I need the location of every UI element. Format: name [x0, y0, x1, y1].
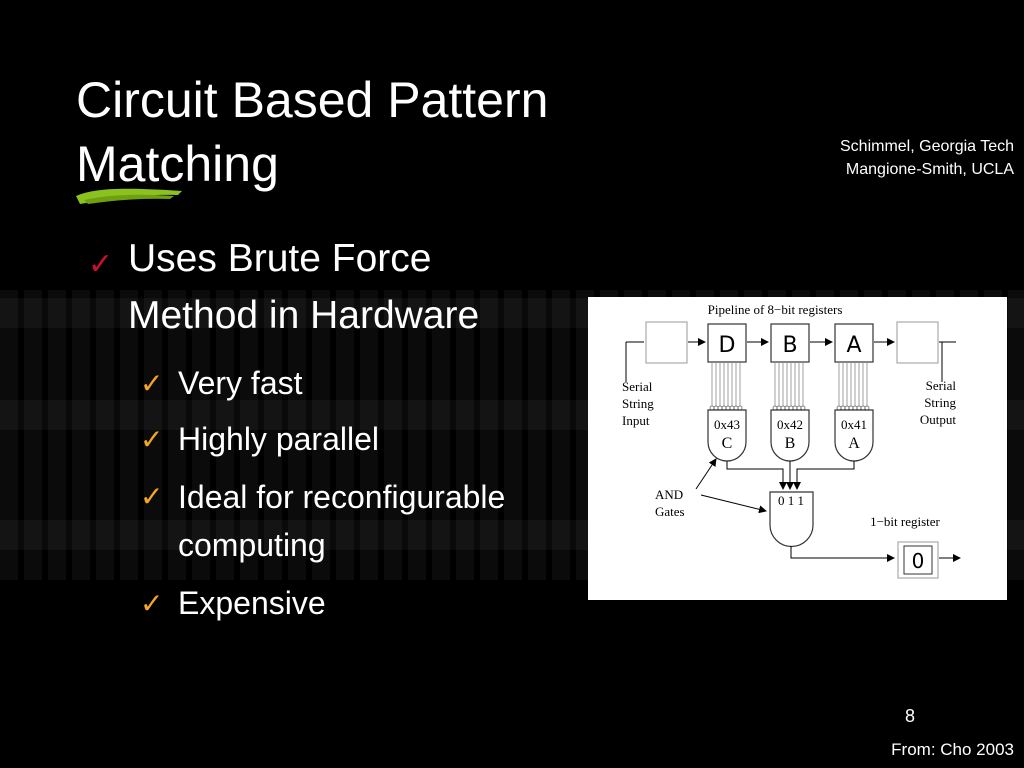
bullet-sub-text: Ideal for reconfigurable computing	[178, 479, 506, 563]
register-label: D	[719, 333, 736, 358]
gate-hex-label: 0x42	[777, 417, 803, 432]
checkmark-icon: ✓	[140, 588, 164, 619]
credit-line: Schimmel, Georgia Tech	[840, 138, 1014, 155]
author-credit: Schimmel, Georgia Tech Mangione-Smith, U…	[840, 135, 1014, 181]
bullet-sub: ✓ Highly parallel	[140, 416, 590, 463]
gate-char-label: A	[848, 435, 860, 452]
register-label: A	[846, 333, 861, 358]
one-bit-register-value: 0	[912, 549, 925, 573]
register-box	[834, 323, 874, 363]
checkmark-icon: ✓	[140, 481, 164, 512]
final-and-gate	[769, 491, 814, 548]
and-gate	[770, 409, 810, 462]
input-label: Input	[622, 413, 650, 428]
and-gate	[834, 409, 874, 462]
and-gates-label: Gates	[655, 504, 685, 519]
bullet-main: ✓ Uses Brute Force Method in Hardware	[88, 230, 558, 344]
and-gates-label: AND	[655, 487, 683, 502]
bullet-main-line: Uses Brute Force	[128, 237, 432, 280]
one-bit-register-box	[897, 541, 939, 579]
gate-hex-label: 0x43	[714, 417, 740, 432]
pattern-matching-circuit-diagram: Pipeline of 8−bit registers D B A	[588, 297, 1007, 600]
slide-title-line2: Matching	[76, 136, 279, 192]
input-label: String	[622, 396, 654, 411]
output-label: String	[924, 395, 956, 410]
title-underline-brushstroke	[76, 188, 182, 204]
checkmark-icon: ✓	[140, 424, 164, 455]
slide-title-line1: Circuit Based Pattern	[76, 72, 549, 128]
register-label: B	[782, 333, 797, 358]
slide-title: Circuit Based Pattern Matching	[76, 68, 676, 196]
register-box	[770, 323, 810, 363]
bullet-sub: ✓ Expensive	[140, 580, 590, 627]
page-number: 8	[905, 706, 916, 726]
input-label: Serial	[622, 379, 653, 394]
credit-line: Mangione-Smith, UCLA	[845, 161, 1014, 178]
one-bit-register-label: 1−bit register	[870, 514, 940, 529]
diagram-title: Pipeline of 8−bit registers	[708, 302, 843, 317]
bullet-sub-text: Very fast	[178, 365, 303, 401]
register-box	[707, 323, 747, 363]
output-label: Serial	[926, 378, 957, 393]
register-box	[896, 321, 939, 364]
gate-char-label: B	[785, 435, 796, 452]
and-gate	[707, 409, 747, 462]
bullet-sub-text: Highly parallel	[178, 421, 379, 457]
register-box	[645, 321, 688, 364]
checkmark-icon: ✓	[140, 368, 164, 399]
bullet-sub-text: Expensive	[178, 585, 326, 621]
checkmark-icon: ✓	[88, 248, 114, 281]
final-gate-bits: 0 1 1	[778, 493, 804, 508]
bullet-sub: ✓ Very fast	[140, 360, 590, 407]
bullet-main-line: Method in Hardware	[128, 294, 480, 337]
source-citation: From: Cho 2003	[891, 740, 1014, 759]
one-bit-register-inner	[903, 545, 933, 575]
bullet-sub: ✓ Ideal for reconfigurable computing	[140, 473, 590, 569]
gate-hex-label: 0x41	[841, 417, 867, 432]
gate-char-label: C	[722, 435, 733, 452]
output-label: Output	[920, 412, 957, 427]
